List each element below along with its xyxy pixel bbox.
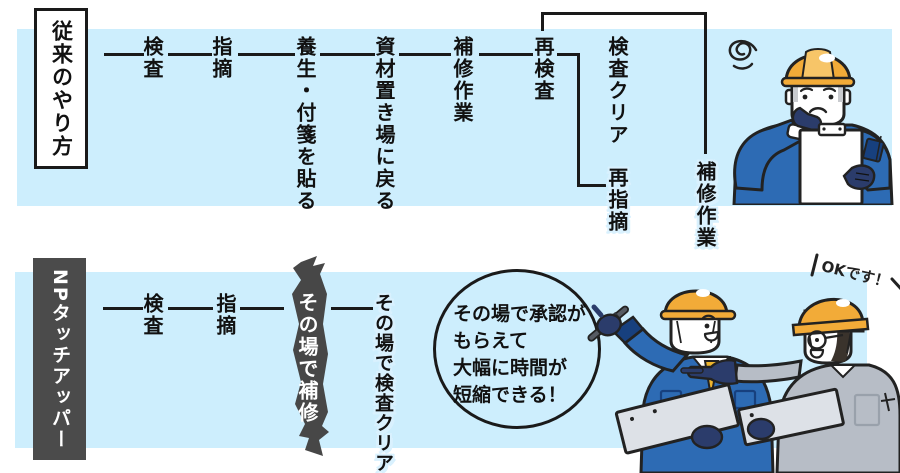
pocket-pen — [880, 392, 896, 412]
clip-screw — [822, 127, 826, 131]
eye — [828, 94, 834, 100]
dizzy-squiggle-icon — [728, 40, 758, 70]
loop-line-right — [704, 12, 707, 154]
gray-worker-collar — [828, 364, 858, 379]
flow-line-segment — [557, 53, 580, 56]
np-step-flagging: 指摘 — [213, 293, 237, 337]
flow-line-segment — [240, 307, 284, 310]
speech-bubble-text: その場で承認が もらえて 大幅に時間が 短縮できる！ — [453, 301, 586, 409]
step-repair-again: 補修作業 — [693, 161, 717, 249]
inspector-helmet-brim — [780, 76, 856, 88]
bubble-line-4: 短縮できる！ — [453, 383, 567, 406]
ok-callout-text: OKです！ — [820, 257, 892, 291]
flow-line-segment — [168, 53, 212, 56]
eyebrow — [701, 314, 716, 320]
eye — [802, 94, 808, 100]
step-repair-work: 補修作業 — [450, 36, 474, 124]
loop-line-top — [541, 12, 707, 15]
flow-line-segment — [104, 53, 144, 56]
step-flagging: 指摘 — [209, 36, 233, 80]
inspector-helmet-ridge — [800, 48, 836, 81]
flow-line-segment — [238, 53, 295, 56]
traditional-method-panel: 従来のやり方 — [34, 8, 88, 169]
worried-eyebrows — [799, 87, 837, 93]
step-inspection: 検査 — [140, 36, 164, 80]
flow-line-segment — [331, 307, 373, 310]
flow-line-segment — [399, 53, 451, 56]
gray-worker-pointing-arm — [733, 359, 803, 384]
bubble-line-1: その場で承認が — [453, 303, 587, 325]
glove-fingers — [854, 172, 870, 182]
np-touch-upper-label: NPタッチアッパー — [49, 268, 71, 450]
step-reinspection: 再検査 — [531, 36, 555, 102]
step-return-to-yard: 資材置き場に戻る — [372, 36, 396, 212]
blue-worker-helmet-brim — [659, 309, 737, 321]
np-step-inspection: 検査 — [140, 293, 164, 337]
pocket-pen — [875, 135, 882, 163]
helmet-shine — [819, 53, 835, 63]
glove-fist-with-pen — [596, 313, 622, 337]
step-reflagged: 再指摘 — [605, 167, 629, 233]
np-touch-upper-panel: NPタッチアッパー — [33, 258, 86, 460]
eye — [815, 338, 819, 342]
brush-stroke-shape — [292, 256, 329, 456]
speech-bubble — [433, 269, 601, 429]
clip-screw — [838, 127, 842, 131]
gray-worker-helmet-brim — [791, 317, 870, 337]
branch-line-to-reflag — [577, 184, 606, 187]
helmet-shine — [836, 299, 850, 307]
bubble-line-2: もらえて — [453, 329, 529, 352]
glasses-arm — [824, 333, 844, 340]
blue-worker-clipboard — [614, 383, 740, 455]
step-inspection-cleared: 検査クリア — [605, 36, 629, 146]
bubble-line-3: 大幅に時間が — [453, 356, 568, 379]
np-step-onsite-repair: その場で補修 — [295, 292, 319, 424]
flow-line-segment — [103, 307, 143, 310]
glove-holding-clipboard — [746, 417, 776, 441]
glove-finger — [591, 304, 604, 318]
flow-line-segment — [320, 53, 375, 56]
approving-workers-illustration: OKです！ — [587, 253, 900, 473]
glove-holding-clipboard — [690, 424, 724, 450]
pointing-finger — [680, 367, 704, 374]
branch-line-down — [577, 53, 580, 187]
glove-holding-clipboard — [842, 164, 876, 190]
shout-mark — [810, 253, 819, 277]
eye — [704, 323, 710, 329]
glasses-icon — [807, 330, 827, 350]
worried-inspector-illustration — [728, 40, 894, 205]
raised-arm-cuff — [611, 315, 645, 345]
traditional-method-label: 従来のやり方 — [49, 19, 74, 158]
inspector-sideburn — [793, 84, 798, 102]
chest-pocket — [853, 393, 881, 427]
brush-stroke-highlight — [292, 256, 329, 456]
smile-open-mouth — [809, 348, 825, 359]
loop-line-left — [541, 12, 544, 31]
shout-mark — [890, 277, 900, 290]
helmet-shine — [696, 289, 710, 297]
sleeve-pocket — [862, 137, 885, 163]
clipboard-clip — [817, 122, 847, 137]
step-curing-tagging: 養生・付箋を貼る — [293, 36, 317, 212]
inspector-sideburn — [838, 84, 843, 102]
flow-line-segment — [479, 53, 533, 56]
smile-open-mouth — [703, 330, 720, 342]
flow-line-segment — [168, 307, 213, 310]
np-step-onsite-clear: その場で検査クリア — [372, 293, 394, 473]
frown-mouth — [808, 107, 828, 114]
